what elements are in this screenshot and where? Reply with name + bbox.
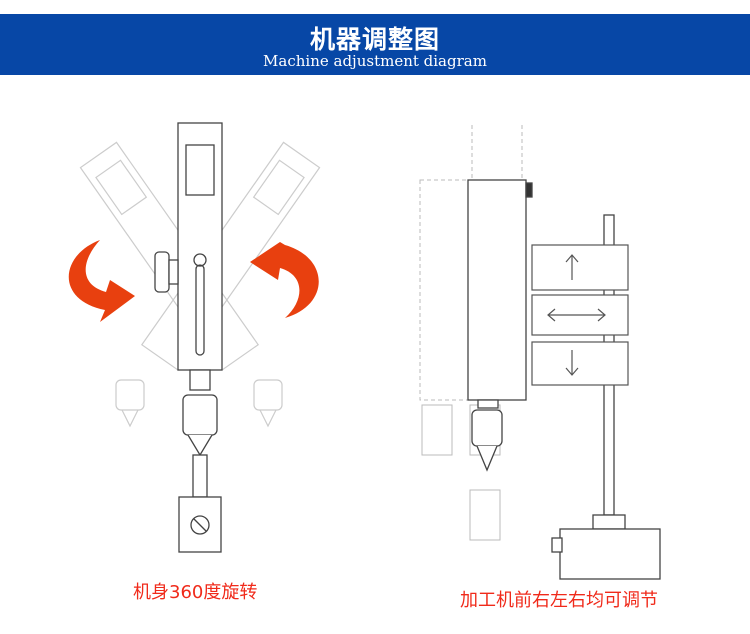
left-rotated-ghost-left bbox=[79, 141, 321, 428]
page-subtitle: Machine adjustment diagram bbox=[263, 52, 487, 70]
adjust-box-down bbox=[531, 341, 629, 386]
caption-adjustment: 加工机前右左右均可调节 bbox=[460, 590, 658, 611]
rotate-arrow-icon-right bbox=[250, 242, 319, 318]
page-title: 机器调整图 bbox=[309, 25, 440, 54]
header-band: 机器调整图 Machine adjustment diagram bbox=[0, 14, 750, 75]
left-machine-body bbox=[154, 122, 223, 553]
rotate-arrow-icon-left bbox=[68, 240, 135, 322]
adjust-box-up bbox=[531, 244, 629, 291]
adjust-box-left-right bbox=[531, 294, 629, 336]
caption-rotation: 机身360度旋转 bbox=[133, 582, 258, 603]
